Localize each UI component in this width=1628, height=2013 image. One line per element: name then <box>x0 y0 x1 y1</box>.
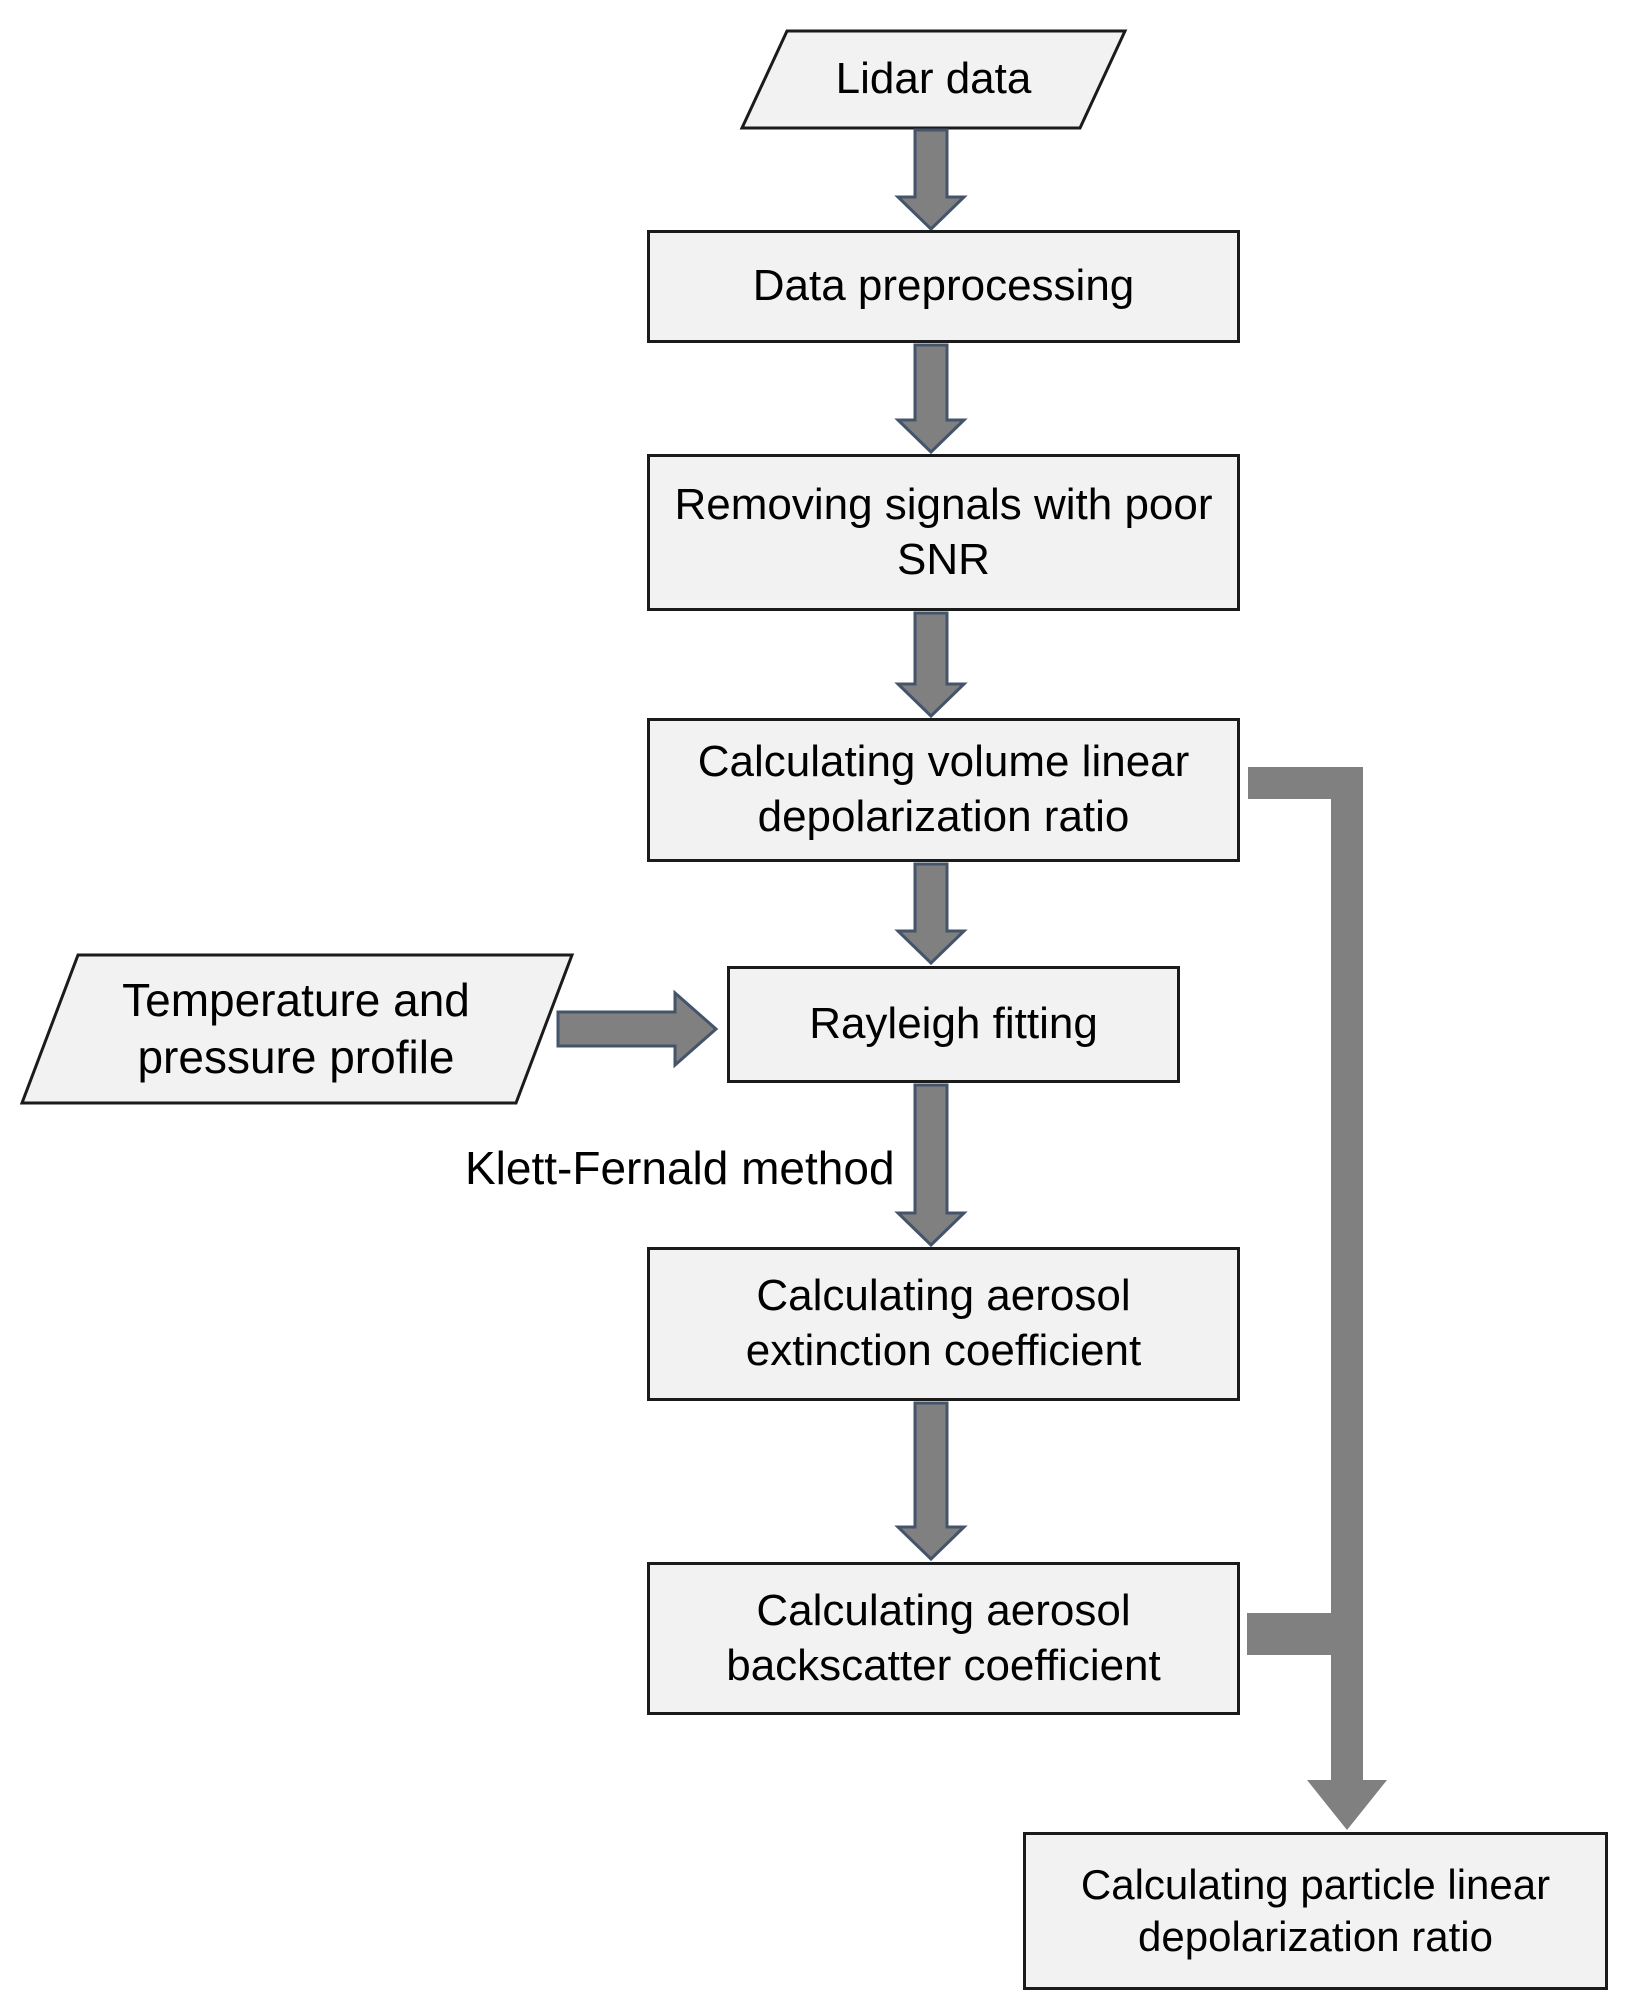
node-removing-signals-poor-snr: Removing signals with poor SNR <box>647 454 1240 611</box>
node-rayleigh-fitting-label: Rayleigh fitting <box>809 999 1098 1049</box>
node-rayleigh-fitting: Rayleigh fitting <box>727 966 1180 1083</box>
arrow-rayleigh-to-extinction <box>894 1083 968 1248</box>
node-removing-signals-poor-snr-label: Removing signals with poor SNR <box>674 479 1213 584</box>
arrow-preprocessing-to-snr <box>894 343 968 455</box>
node-volume-linear-depolarization-ratio: Calculating volume linear depolarization… <box>647 718 1240 862</box>
temperature-pressure-parallelogram-shape <box>19 953 575 1105</box>
klett-fernald-method-label: Klett-Fernald method <box>465 1140 895 1196</box>
node-lidar-data-label: Lidar data <box>835 54 1032 104</box>
arrow-vldr-to-rayleigh <box>894 862 968 966</box>
node-temperature-pressure-profile: Temperature and pressure profile <box>40 955 552 1103</box>
node-aerosol-backscatter-coefficient-label: Calculating aerosol backscatter coeffici… <box>726 1585 1161 1690</box>
node-aerosol-backscatter-coefficient: Calculating aerosol backscatter coeffici… <box>647 1562 1240 1715</box>
arrow-extinction-to-backscatter <box>894 1401 968 1562</box>
node-data-preprocessing-label: Data preprocessing <box>752 261 1135 311</box>
arrow-snr-to-vldr <box>894 611 968 719</box>
node-particle-linear-depolarization-ratio: Calculating particle linear depolarizati… <box>1023 1832 1608 1990</box>
node-aerosol-extinction-coefficient: Calculating aerosol extinction coefficie… <box>647 1247 1240 1401</box>
lidar-data-parallelogram-shape <box>739 29 1128 130</box>
node-aerosol-extinction-coefficient-label: Calculating aerosol extinction coefficie… <box>745 1271 1142 1375</box>
connector-backscatter-horizontal-segment <box>1247 1613 1363 1655</box>
node-lidar-data: Lidar data <box>742 31 1125 128</box>
arrow-temp-pressure-to-rayleigh <box>556 989 719 1069</box>
node-volume-linear-depolarization-ratio-label: Calculating volume linear depolarization… <box>697 737 1190 841</box>
arrow-lidar-to-preprocessing <box>894 128 968 232</box>
node-data-preprocessing: Data preprocessing <box>647 230 1240 343</box>
connector-arrowhead-to-pldr <box>1307 1780 1387 1830</box>
node-particle-linear-depolarization-ratio-label: Calculating particle linear depolarizati… <box>1080 1860 1551 1960</box>
connector-vertical-segment <box>1331 767 1363 1780</box>
node-temperature-pressure-profile-label: Temperature and pressure profile <box>122 973 470 1083</box>
klett-fernald-method-text: Klett-Fernald method <box>465 1142 895 1194</box>
